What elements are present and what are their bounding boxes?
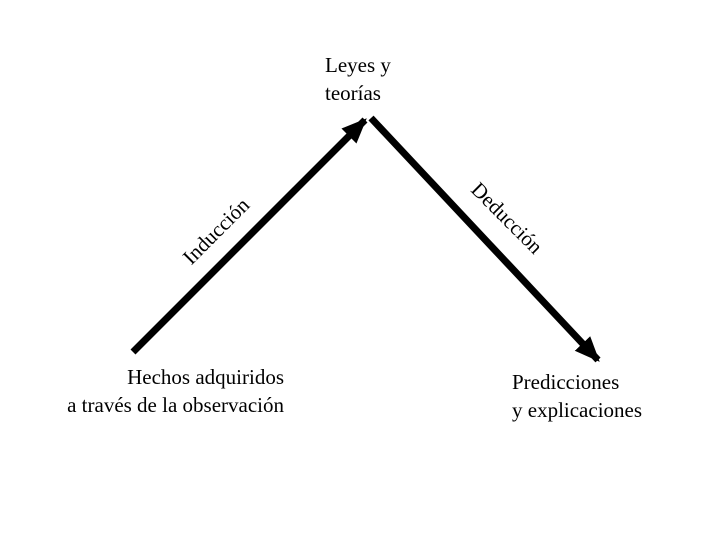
facts-observation-label: Hechos adquiridos a través de la observa… xyxy=(67,365,284,417)
predictions-explanations-label: Predicciones y explicaciones xyxy=(512,370,643,422)
induction-arrow xyxy=(130,117,368,355)
deduction-arrow xyxy=(368,115,601,363)
laws-theories-label: Leyes y teorías xyxy=(325,53,391,105)
